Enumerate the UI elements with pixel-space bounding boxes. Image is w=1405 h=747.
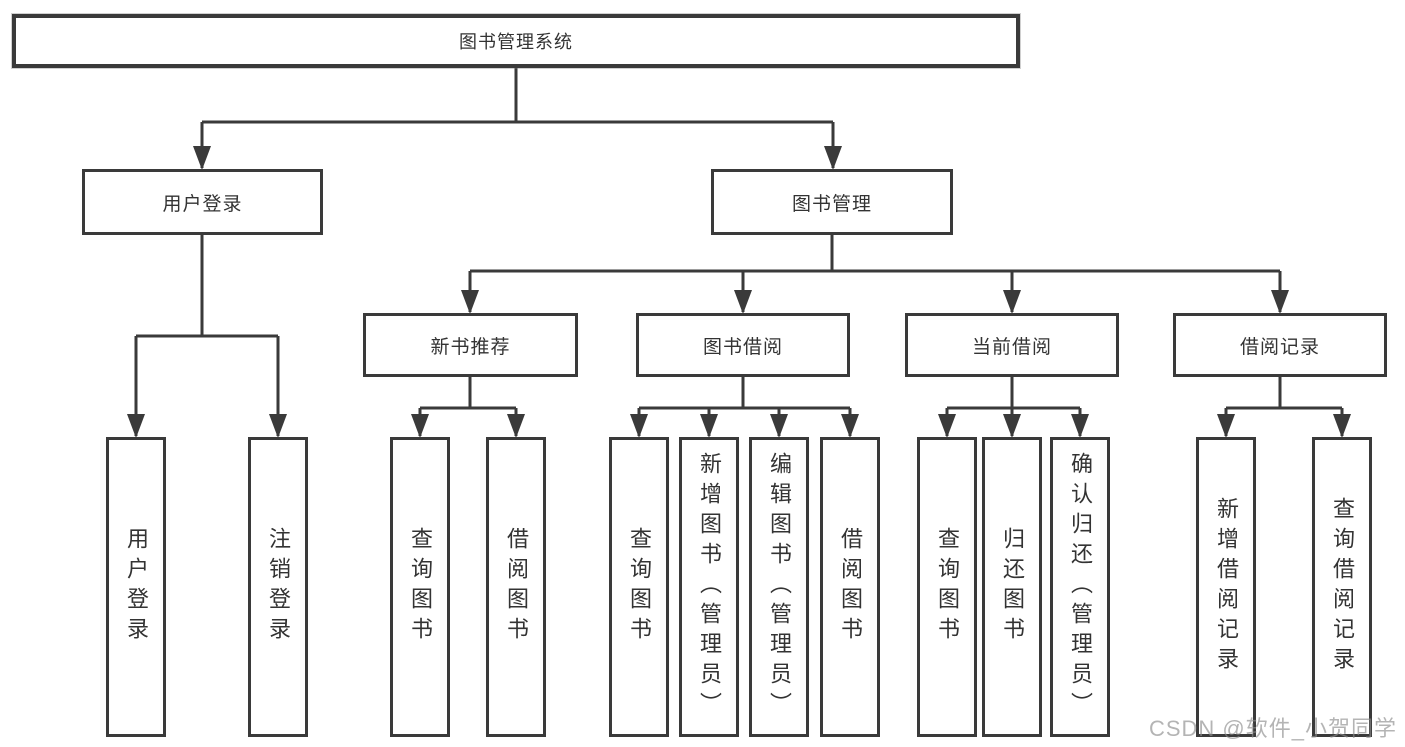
node-current-borrow-label: 当前借阅 [971,336,1052,358]
leaf-add-borrow-record-label: 新增借阅记录 [1214,497,1239,677]
node-user-login-label: 用户登录 [162,193,243,215]
leaf-borrow-query-books-label: 查询图书 [627,527,652,647]
leaf-user-login-label: 用户登录 [124,527,149,647]
node-root-system: 图书管理系统 [12,14,1020,68]
leaf-current-query-books-label: 查询图书 [935,527,960,647]
node-new-book-recommend: 新书推荐 [363,313,578,377]
leaf-current-query-books: 查询图书 [917,437,977,737]
node-user-login-module: 用户登录 [82,169,323,235]
leaf-add-books-admin: 新增图书（管理员） [679,437,739,737]
node-borrow-records: 借阅记录 [1173,313,1387,377]
node-book-management-module: 图书管理 [711,169,953,235]
node-book-borrow-label: 图书借阅 [702,336,783,358]
leaf-add-books-admin-label: 新增图书（管理员） [697,452,722,722]
node-root-label: 图书管理系统 [459,32,573,52]
leaf-recommend-borrow-books: 借阅图书 [486,437,546,737]
leaf-add-borrow-record: 新增借阅记录 [1196,437,1256,737]
node-book-borrow: 图书借阅 [636,313,850,377]
leaf-logout-label: 注销登录 [266,527,291,647]
leaf-recommend-query-books: 查询图书 [390,437,450,737]
leaf-edit-books-admin-label: 编辑图书（管理员） [767,452,792,722]
node-current-borrow: 当前借阅 [905,313,1119,377]
leaf-borrow-query-books: 查询图书 [609,437,669,737]
node-new-book-recommend-label: 新书推荐 [430,336,511,358]
leaf-query-borrow-record: 查询借阅记录 [1312,437,1372,737]
leaf-user-login: 用户登录 [106,437,166,737]
leaf-borrow-books-label: 借阅图书 [838,527,863,647]
node-book-management-label: 图书管理 [791,193,872,215]
leaf-return-books: 归还图书 [982,437,1042,737]
leaf-borrow-books: 借阅图书 [820,437,880,737]
leaf-recommend-borrow-books-label: 借阅图书 [504,527,529,647]
leaf-logout: 注销登录 [248,437,308,737]
leaf-recommend-query-books-label: 查询图书 [408,527,433,647]
leaf-confirm-return-admin: 确认归还（管理员） [1050,437,1110,737]
leaf-query-borrow-record-label: 查询借阅记录 [1330,497,1355,677]
node-borrow-records-label: 借阅记录 [1239,336,1320,358]
leaf-return-books-label: 归还图书 [1000,527,1025,647]
leaf-edit-books-admin: 编辑图书（管理员） [749,437,809,737]
csdn-watermark: CSDN @软件_小贺同学 [1148,716,1397,741]
leaf-confirm-return-admin-label: 确认归还（管理员） [1068,452,1093,722]
